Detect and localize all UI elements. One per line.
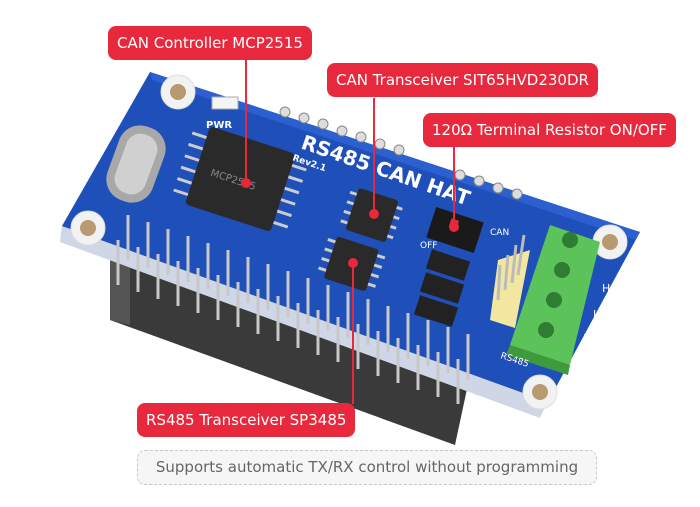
tvs-diodes xyxy=(413,249,471,327)
header-pads xyxy=(279,106,523,200)
pwr-led xyxy=(211,96,239,110)
yellow-pin-header xyxy=(490,234,530,328)
marker-terminal-resistor xyxy=(449,222,459,232)
feature-caption: Supports automatic TX/RX control without… xyxy=(137,450,597,485)
can-label: CAN xyxy=(490,228,509,238)
gpio-pins xyxy=(116,215,470,404)
pcb-edge xyxy=(60,225,548,418)
crystal-oscillator xyxy=(106,125,166,203)
svg-text:B: B xyxy=(583,332,591,345)
marker-can-transceiver xyxy=(369,209,379,219)
pwr-label: PWR xyxy=(206,120,232,131)
leader-line-can-controller xyxy=(245,60,247,182)
marker-can-controller xyxy=(241,178,251,188)
callout-can-controller: CAN Controller MCP2515 xyxy=(108,26,312,60)
leader-line-rs485-transceiver xyxy=(352,262,354,404)
callout-can-transceiver: CAN Transceiver SIT65HVD230DR xyxy=(327,63,598,97)
mcp2515-chip: MCP2515 xyxy=(173,127,307,231)
screw-terminal xyxy=(506,225,600,375)
svg-text:H: H xyxy=(602,282,610,295)
svg-text:L: L xyxy=(593,308,600,321)
callout-terminal-resistor: 120Ω Terminal Resistor ON/OFF xyxy=(423,113,676,147)
switch-off-label: OFF xyxy=(420,241,437,251)
terminal-labels: H L B A xyxy=(573,282,610,369)
marker-rs485-transceiver xyxy=(348,258,358,268)
svg-text:A: A xyxy=(573,356,581,369)
leader-line-terminal-resistor xyxy=(453,147,455,225)
callout-rs485-transceiver: RS485 Transceiver SP3485 xyxy=(137,403,356,437)
leader-line-can-transceiver xyxy=(373,98,375,213)
gpio-header-block xyxy=(110,255,470,445)
